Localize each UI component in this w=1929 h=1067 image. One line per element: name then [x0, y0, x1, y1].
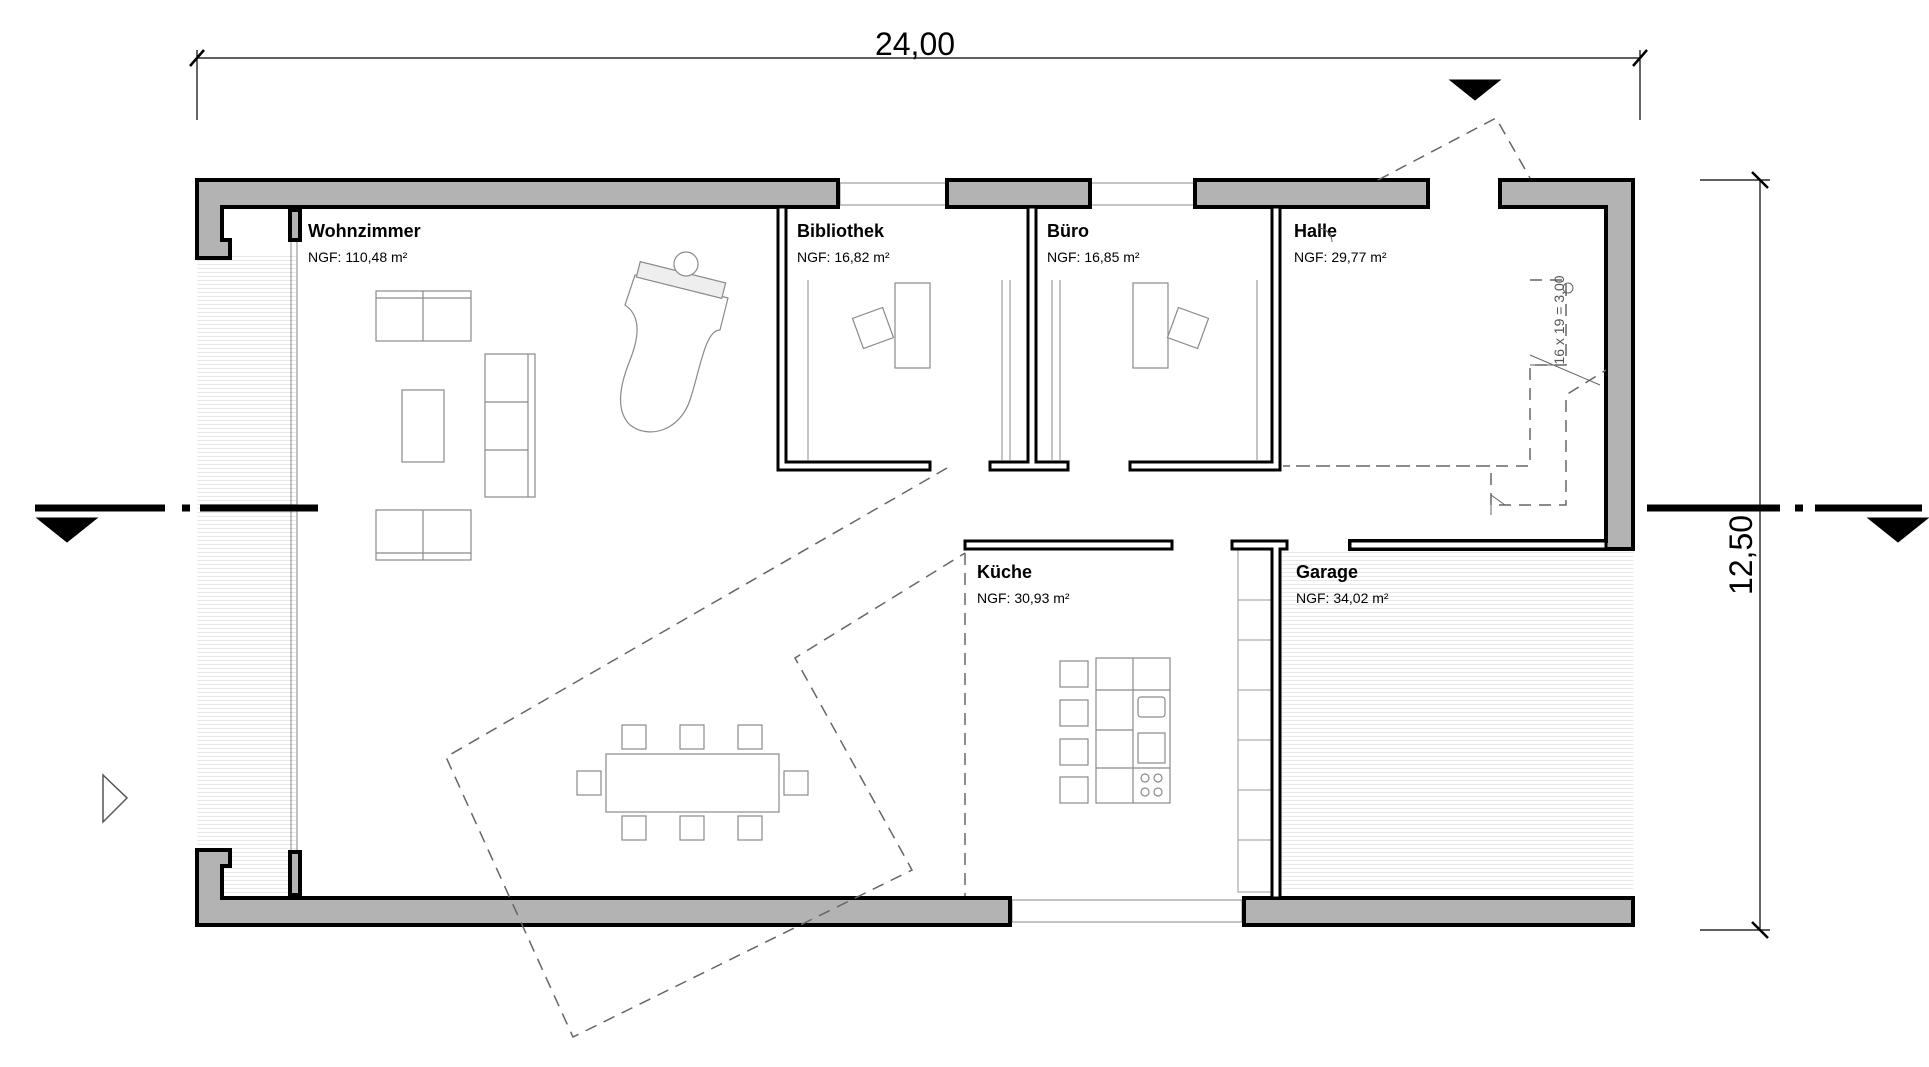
- piano: [619, 274, 729, 433]
- wall-top-mid2: [1193, 178, 1430, 209]
- room-name-garage: Garage: [1296, 562, 1358, 582]
- room-area-garage: NGF: 34,02 m²: [1296, 590, 1389, 606]
- office-chair: [1166, 306, 1210, 350]
- coffee-table: [401, 389, 445, 463]
- dashed-entrance: [1377, 116, 1531, 181]
- dining-furniture: [576, 724, 809, 841]
- section-markers: [35, 79, 1929, 543]
- wall-library-right: [988, 205, 1070, 472]
- room-area-buero: NGF: 16,85 m²: [1047, 249, 1140, 265]
- dimension-lines: [189, 49, 1770, 939]
- wall-office-right: [1128, 205, 1282, 472]
- dimension-height: 12,50: [1723, 515, 1759, 595]
- exterior-walls: [195, 178, 1635, 927]
- glazing: [290, 182, 1258, 923]
- sofa-right: [484, 353, 536, 498]
- door-swing-halle: [1317, 227, 1333, 243]
- wall-west-stub-top: [288, 208, 302, 242]
- wall-top-left: [195, 178, 840, 260]
- section-arrow-top: [1448, 79, 1502, 101]
- room-area-wohnzimmer: NGF: 110,48 m²: [308, 249, 408, 265]
- wall-garage-left: [1230, 539, 1289, 900]
- office-desk: [1132, 282, 1169, 369]
- wall-west-stub-bottom: [288, 850, 302, 897]
- dining-table: [605, 753, 780, 813]
- dashed-stair: [1283, 279, 1607, 506]
- wall-library-left: [776, 205, 932, 472]
- kitchen-window-ticks: [1238, 599, 1272, 841]
- room-name-bibliothek: Bibliothek: [797, 221, 885, 241]
- dimension-width: 24,00: [875, 26, 955, 62]
- kitchen-furniture: [1059, 657, 1171, 804]
- dashed-overlays: [445, 116, 1607, 1039]
- room-area-kueche: NGF: 30,93 m²: [977, 590, 1070, 606]
- dashed-polygon-large: [445, 467, 966, 1039]
- piano-stool: [673, 251, 699, 277]
- entrance-arrow-icon: [102, 773, 129, 824]
- stair-label: 16 x 19 = 3,00: [1551, 275, 1567, 364]
- terrace-west: [197, 255, 297, 895]
- living-furniture: [375, 251, 729, 561]
- interior-walls: [776, 205, 1608, 900]
- room-area-halle: NGF: 29,77 m²: [1294, 249, 1387, 265]
- section-arrow-left: [35, 517, 99, 543]
- kitchen-windowstrip: [1237, 549, 1273, 893]
- library-desk: [894, 282, 931, 369]
- wall-kitchen-top: [963, 539, 1174, 551]
- desks: [851, 282, 1210, 369]
- room-name-kueche: Küche: [977, 562, 1032, 582]
- wall-top-mid1: [945, 178, 1092, 209]
- stair-lines: [1490, 282, 1601, 515]
- room-name-buero: Büro: [1047, 221, 1089, 241]
- wall-bottom-right: [1242, 896, 1635, 927]
- library-chair: [851, 306, 895, 350]
- section-arrow-right: [1866, 517, 1929, 543]
- room-area-bibliothek: NGF: 16,82 m²: [797, 249, 890, 265]
- wall-bottom-left: [195, 848, 1012, 927]
- garage-floor: [1277, 550, 1633, 892]
- room-name-wohnzimmer: Wohnzimmer: [308, 221, 421, 241]
- room-name-halle: Halle: [1294, 221, 1337, 241]
- wall-halle-bottom: [1348, 539, 1608, 551]
